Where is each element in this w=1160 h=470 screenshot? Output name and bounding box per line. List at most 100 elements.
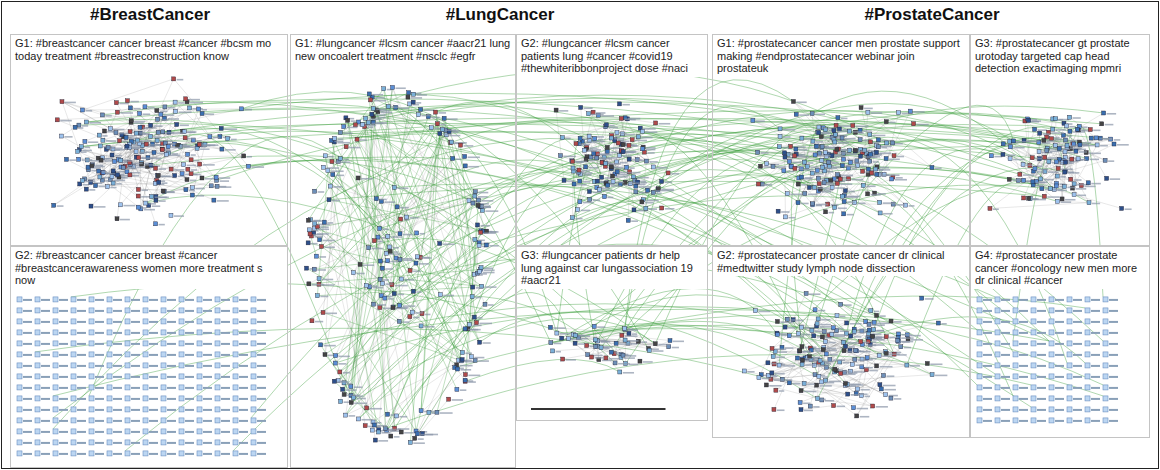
vertex-label-bar [221, 299, 230, 301]
vertex-label-bar [220, 180, 229, 182]
vertex-icon [161, 396, 166, 401]
vertex-label-bar [231, 139, 237, 141]
vertex-label-bar [155, 197, 167, 199]
vertex-label-bar [59, 310, 68, 312]
network-edge [130, 79, 174, 175]
network-edge [818, 362, 819, 398]
vertex-label-bar [122, 177, 128, 179]
cross-group-edge [595, 321, 835, 372]
vertex-label-bar [139, 152, 147, 154]
vertex-label-bar [113, 354, 122, 356]
vertex-icon [59, 134, 63, 138]
vertex-icon [197, 374, 202, 379]
vertex-icon [100, 113, 104, 117]
vertex-icon [173, 100, 177, 104]
vertex-label-bar [167, 365, 176, 367]
vertex-label-bar [113, 398, 122, 400]
vertex-label-bar [77, 453, 86, 455]
network-edge [990, 203, 1089, 209]
vertex-label-bar [41, 387, 50, 389]
vertex-icon [107, 374, 112, 379]
vertex-icon [35, 363, 40, 368]
vertex-label-bar [440, 412, 453, 414]
vertex-icon [251, 407, 256, 412]
vertex-label-bar [239, 398, 248, 400]
vertex-icon [136, 205, 140, 209]
vertex-icon [233, 319, 238, 324]
vertex-label-bar [221, 332, 230, 334]
cross-group-edge [387, 111, 1070, 430]
vertex-icon [233, 363, 238, 368]
vertex-label-bar [131, 420, 140, 422]
vertex-label-bar [23, 442, 32, 444]
vertex-label-bar [149, 354, 158, 356]
vertex-label-bar [77, 332, 86, 334]
vertex-icon [215, 341, 220, 346]
vertex-label-bar [478, 196, 488, 198]
cross-group-edge [137, 128, 461, 361]
vertex-label-bar [95, 166, 105, 168]
vertex-icon [197, 407, 202, 412]
vertex-label-bar [337, 142, 350, 144]
vertex-label-bar [194, 174, 201, 176]
vertex-label-bar [77, 420, 86, 422]
vertex-icon [107, 451, 112, 456]
vertex-label-bar [221, 365, 230, 367]
vertex-label-bar [220, 186, 231, 188]
vertex-icon [197, 330, 202, 335]
vertex-icon [179, 297, 184, 302]
vertex-label-bar [153, 136, 161, 138]
vertex-icon [215, 429, 220, 434]
vertex-icon [53, 341, 58, 346]
vertex-icon [89, 352, 94, 357]
cross-group-edge [576, 323, 815, 374]
vertex-label-bar [191, 169, 197, 171]
vertex-label-bar [102, 171, 107, 173]
vertex-icon [226, 137, 230, 141]
network-edge [158, 165, 183, 176]
vertex-label-bar [131, 398, 140, 400]
vertex-label-bar [257, 420, 266, 422]
vertex-icon [209, 184, 213, 188]
vertex-label-bar [221, 398, 230, 400]
vertex-label-bar [69, 159, 76, 161]
vertex-icon [184, 97, 188, 101]
vertex-label-bar [77, 299, 86, 301]
network-edge [782, 379, 857, 389]
vertex-label-bar [335, 161, 341, 163]
vertex-label-bar [376, 422, 381, 424]
vertex-label-bar [149, 431, 158, 433]
network-edge [156, 102, 175, 196]
vertex-icon [52, 203, 56, 207]
vertex-label-bar [113, 321, 122, 323]
cross-group-edge [846, 149, 1003, 334]
vertex-icon [71, 440, 76, 445]
vertex-label-bar [95, 321, 104, 323]
vertex-icon [251, 440, 256, 445]
vertex-icon [114, 101, 118, 105]
vertex-icon [64, 157, 68, 161]
vertex-label-bar [460, 365, 473, 367]
vertex-icon [17, 363, 22, 368]
vertex-label-bar [177, 79, 184, 81]
vertex-icon [169, 167, 173, 171]
vertex-label-bar [320, 226, 328, 228]
vertex-label-bar [23, 409, 32, 411]
vertex-icon [80, 108, 84, 112]
vertex-icon [143, 418, 148, 423]
vertex-icon [125, 144, 129, 148]
network-edge [817, 324, 880, 385]
vertex-icon [240, 107, 244, 111]
vertex-icon [233, 330, 238, 335]
vertex-label-bar [137, 167, 146, 169]
vertex-label-bar [195, 195, 204, 197]
vertex-label-bar [221, 354, 230, 356]
vertex-icon [233, 341, 238, 346]
vertex-label-bar [167, 409, 176, 411]
vertex-icon [327, 198, 331, 202]
vertex-label-bar [354, 386, 362, 388]
vertex-label-bar [185, 321, 194, 323]
vertex-label-bar [468, 329, 481, 331]
vertex-label-bar [189, 99, 200, 101]
